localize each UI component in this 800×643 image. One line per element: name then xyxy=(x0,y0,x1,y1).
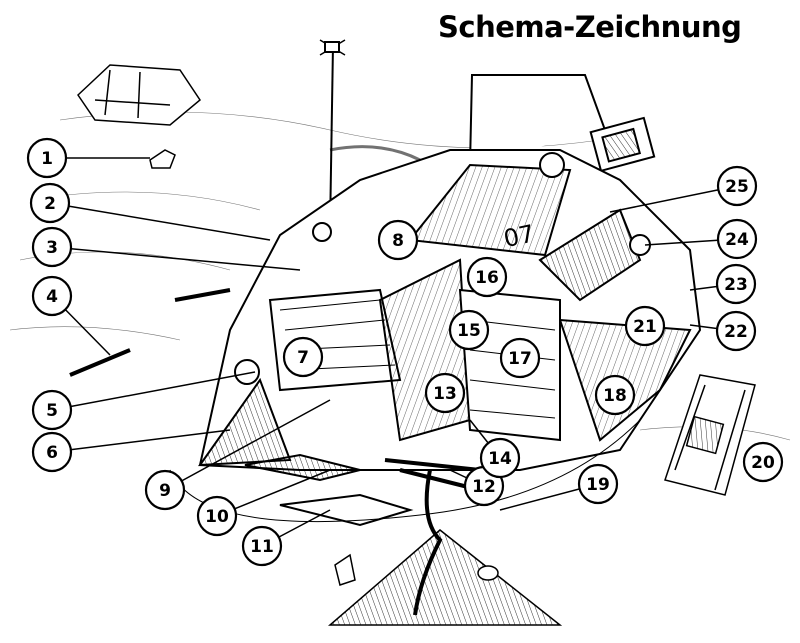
callout-circle xyxy=(241,525,283,567)
callout-number: 3 xyxy=(46,238,58,258)
callout-number: 8 xyxy=(392,231,404,251)
leader-lines xyxy=(47,157,738,547)
callout-number: 6 xyxy=(46,443,58,463)
callout-number: 17 xyxy=(508,349,532,369)
callout-circle xyxy=(31,431,73,473)
callout-number: 1 xyxy=(41,149,53,169)
callout-11: 11 xyxy=(241,525,283,567)
callout-number: 13 xyxy=(433,384,457,404)
page-title: Schema-Zeichnung xyxy=(438,10,742,44)
callout-circle xyxy=(594,374,636,416)
callout-circle xyxy=(715,310,757,352)
callout-circle xyxy=(29,182,71,224)
callout-circle xyxy=(715,263,757,305)
callout-number: 24 xyxy=(725,230,749,250)
callout-20: 20 xyxy=(742,441,784,483)
callout-21: 21 xyxy=(624,305,666,347)
callout-number: 14 xyxy=(488,449,512,469)
callout-number: 9 xyxy=(159,481,171,501)
callout-circle xyxy=(144,469,186,511)
side-vehicle xyxy=(664,374,756,496)
crane-arm xyxy=(469,74,656,173)
callout-circle xyxy=(26,137,68,179)
callout-2: 2 xyxy=(29,182,71,224)
callout-18: 18 xyxy=(594,374,636,416)
leader-line-6 xyxy=(51,429,231,453)
callout-number: 23 xyxy=(724,275,748,295)
probe-items xyxy=(69,149,499,586)
callout-circle xyxy=(716,218,758,260)
callout-10: 10 xyxy=(196,495,238,537)
callout-number: 15 xyxy=(457,321,481,341)
callout-number: 11 xyxy=(250,537,274,557)
callout-circle xyxy=(577,463,619,505)
callout-number: 25 xyxy=(725,177,749,197)
callout-circle xyxy=(448,309,490,351)
callout-24: 24 xyxy=(716,218,758,260)
callout-14: 14 xyxy=(479,437,521,479)
callout-circle xyxy=(742,441,784,483)
callout-15: 15 xyxy=(448,309,490,351)
leader-line-9 xyxy=(164,399,331,491)
callout-number: 16 xyxy=(475,268,499,288)
callout-circle xyxy=(624,305,666,347)
ramp xyxy=(327,458,563,626)
callout-circle xyxy=(31,389,73,431)
callout-circle xyxy=(466,256,508,298)
callout-16: 16 xyxy=(466,256,508,298)
callout-number: 2 xyxy=(44,194,56,214)
leader-line-25 xyxy=(609,185,738,213)
callout-22: 22 xyxy=(715,310,757,352)
callout-circle xyxy=(716,165,758,207)
callout-circle xyxy=(31,275,73,317)
callout-5: 5 xyxy=(31,389,73,431)
leader-line-3 xyxy=(51,246,301,271)
callout-23: 23 xyxy=(715,263,757,305)
callout-circle xyxy=(424,372,466,414)
callout-3: 3 xyxy=(31,226,73,268)
callout-6: 6 xyxy=(31,431,73,473)
callout-circle xyxy=(499,337,541,379)
callout-number: 18 xyxy=(603,386,627,406)
callout-number: 20 xyxy=(751,453,775,473)
leader-line-10 xyxy=(216,469,331,517)
callout-number: 19 xyxy=(586,475,610,495)
callout-1: 1 xyxy=(26,137,68,179)
callout-19: 19 xyxy=(577,463,619,505)
leader-line-5 xyxy=(51,371,256,411)
callout-number: 10 xyxy=(205,507,229,527)
callout-number: 21 xyxy=(633,317,657,337)
rover-vehicle xyxy=(77,64,201,126)
callout-circle xyxy=(479,437,521,479)
callout-9: 9 xyxy=(144,469,186,511)
callout-4: 4 xyxy=(31,275,73,317)
callout-circle xyxy=(282,336,324,378)
callout-25: 25 xyxy=(716,165,758,207)
callout-number: 4 xyxy=(46,287,58,307)
callout-8: 8 xyxy=(377,219,419,261)
callout-17: 17 xyxy=(499,337,541,379)
callout-number: 5 xyxy=(46,401,58,421)
callout-number: 7 xyxy=(297,348,309,368)
callout-7: 7 xyxy=(282,336,324,378)
leader-line-2 xyxy=(49,202,271,241)
callout-number: 22 xyxy=(724,322,748,342)
callout-circle xyxy=(196,495,238,537)
callout-circle xyxy=(377,219,419,261)
hull-marking: 07 xyxy=(501,219,537,253)
callout-number: 12 xyxy=(472,477,496,497)
callout-13: 13 xyxy=(424,372,466,414)
callout-circle xyxy=(31,226,73,268)
